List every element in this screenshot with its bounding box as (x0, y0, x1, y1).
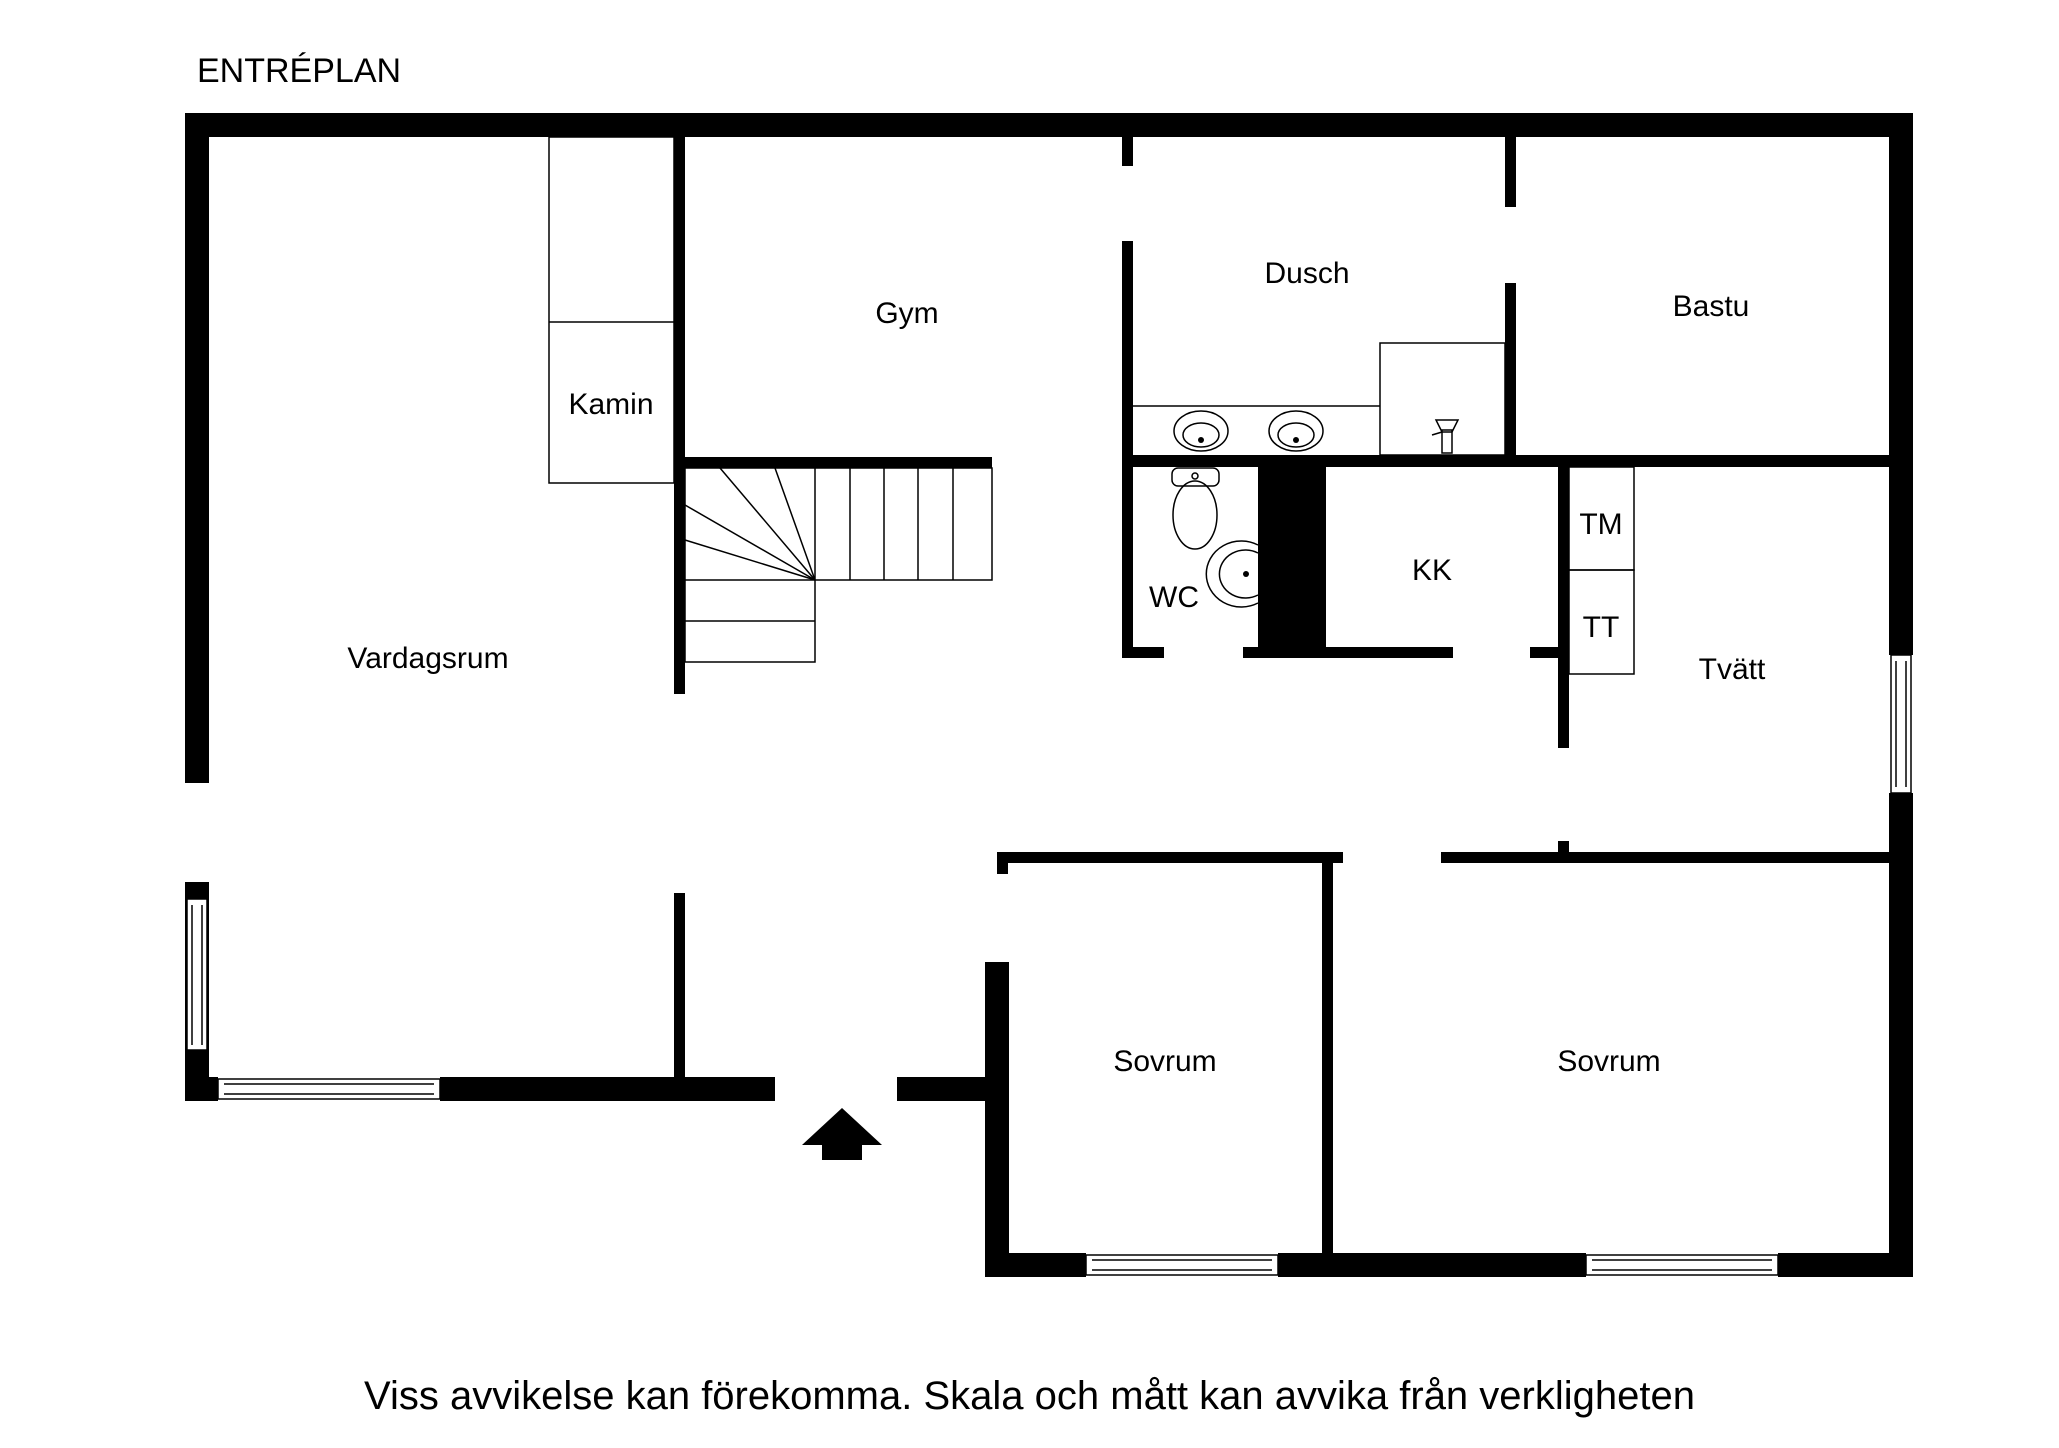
sink-icon (1268, 410, 1324, 452)
wall-bedroom-divider (1322, 852, 1333, 1257)
wall-wc-bottom-a (1122, 647, 1164, 658)
fireplace (548, 136, 675, 484)
wall-kk-bottom (1326, 647, 1453, 658)
wall-right-lower (1889, 793, 1913, 1277)
wall-bottom-left-a (185, 1077, 218, 1101)
room-label-tm: TM (1579, 508, 1622, 541)
wall-dusch-bastu-a (1505, 137, 1516, 207)
entrance-arrow-icon (802, 1108, 882, 1160)
wall-bedroom-top-right (1441, 852, 1913, 863)
sink-icon (1173, 410, 1229, 452)
wall-wc-bottom-b (1243, 647, 1326, 658)
wall-dusch-bastu-b (1505, 283, 1516, 463)
room-label-kamin: Kamin (568, 388, 653, 421)
room-label-sovrum-1: Sovrum (1113, 1045, 1216, 1078)
shower-faucet-icon (1431, 419, 1460, 454)
wall-wet-horizontal (1122, 455, 1889, 467)
room-label-dusch: Dusch (1264, 257, 1349, 290)
wall-bedroom-top-left (997, 852, 1343, 863)
window-bottom-bedroom-2 (1585, 1254, 1779, 1276)
room-label-bastu: Bastu (1673, 290, 1750, 323)
wall-living-gym-upper (674, 137, 685, 694)
shower-fixtures (1133, 342, 1506, 456)
wc-fixtures (1171, 467, 1259, 608)
wall-tvatt-stub (1530, 647, 1558, 658)
window-bottom-bedroom-1 (1085, 1254, 1279, 1276)
room-label-wc: WC (1149, 581, 1199, 614)
wall-gym-dusch-b (1122, 241, 1133, 658)
washer-tt (1568, 569, 1635, 675)
wall-tvatt-stub-b (1558, 841, 1569, 861)
room-label-tt: TT (1583, 611, 1620, 644)
wall-bottom-left-b (440, 1077, 775, 1101)
wall-left-upper (185, 113, 209, 783)
toilet-icon (1171, 467, 1220, 550)
outer-walls (185, 113, 1913, 1277)
room-label-tvatt: Tvätt (1699, 653, 1766, 686)
laundry-appliances (1568, 466, 1635, 675)
sink-icon (1205, 540, 1259, 608)
wall-living-lower (674, 893, 685, 1083)
room-label-vardagsrum: Vardagsrum (347, 642, 508, 675)
room-label-gym: Gym (875, 297, 938, 330)
disclaimer: Viss avvikelse kan förekomma. Skala och … (364, 1374, 1695, 1418)
room-label-kk: KK (1412, 554, 1452, 587)
wall-kk-tvatt (1558, 467, 1569, 748)
window-right (1890, 654, 1912, 794)
window-bottom-left (217, 1078, 441, 1100)
wall-bottom-right-a (985, 1253, 1086, 1277)
windows (186, 654, 1912, 1276)
wall-wc-kk-block (1258, 467, 1326, 658)
room-label-sovrum-2: Sovrum (1557, 1045, 1660, 1078)
staircase (684, 467, 993, 663)
wall-right-upper (1889, 113, 1913, 655)
wall-gym-dusch-a (1122, 137, 1133, 166)
interior-walls (674, 137, 1913, 1257)
wall-bedroom-corner (997, 852, 1008, 874)
wall-bedroom-left (985, 962, 1009, 1277)
room-labels: Vardagsrum Kamin Gym Dusch Bastu WC KK T… (347, 257, 1766, 1078)
wall-stair-top (685, 457, 992, 468)
window-left (186, 898, 208, 1051)
floor-title: ENTRÉPLAN (197, 52, 402, 90)
wall-bottom-right-c (1778, 1253, 1913, 1277)
wall-top (185, 113, 1913, 137)
